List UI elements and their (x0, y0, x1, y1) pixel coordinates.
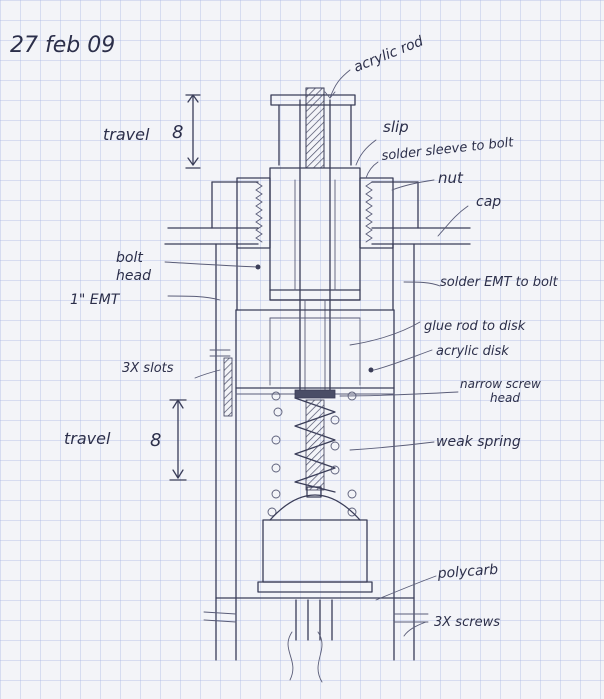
date-label: 27 feb 09 (10, 33, 115, 58)
emt-label: 1" EMT (70, 292, 121, 308)
slip-label: slip (383, 118, 409, 136)
bolt-head-label-1: bolt (116, 250, 143, 266)
screw-head-label-2: head (490, 391, 520, 405)
leader-lines (164, 69, 469, 637)
acrylic-disk-label: acrylic disk (436, 344, 509, 359)
acrylic-rod (270, 87, 356, 396)
travel-bottom-label: travel (64, 429, 111, 448)
slots (209, 349, 233, 417)
travel-top-label: travel (103, 125, 150, 144)
travel-top-value: 8 (172, 122, 183, 143)
travel-bottom-value: 8 (150, 430, 161, 451)
nut-label: nut (438, 169, 464, 187)
acrylic-disk (235, 367, 395, 399)
travel-arrow-bottom (169, 399, 187, 481)
nut (236, 177, 394, 249)
glue-rod-label: glue rod to disk (424, 319, 526, 334)
solder-emt-label: solder EMT to bolt (440, 275, 559, 290)
bolt-head-label-2: head (116, 268, 151, 284)
polycarb-label: polycarb (436, 562, 499, 582)
cap-label: cap (476, 194, 501, 210)
emt-tube (215, 243, 415, 661)
screws-label: 3X screws (434, 615, 500, 630)
travel-arrow-top (185, 94, 201, 169)
bottom-screws (203, 599, 429, 683)
screw-head-label-1: narrow screw (460, 377, 541, 391)
slots-label: 3X slots (122, 361, 174, 376)
cap (164, 181, 471, 245)
weak-spring (267, 391, 357, 517)
spring-label: weak spring (436, 434, 521, 450)
